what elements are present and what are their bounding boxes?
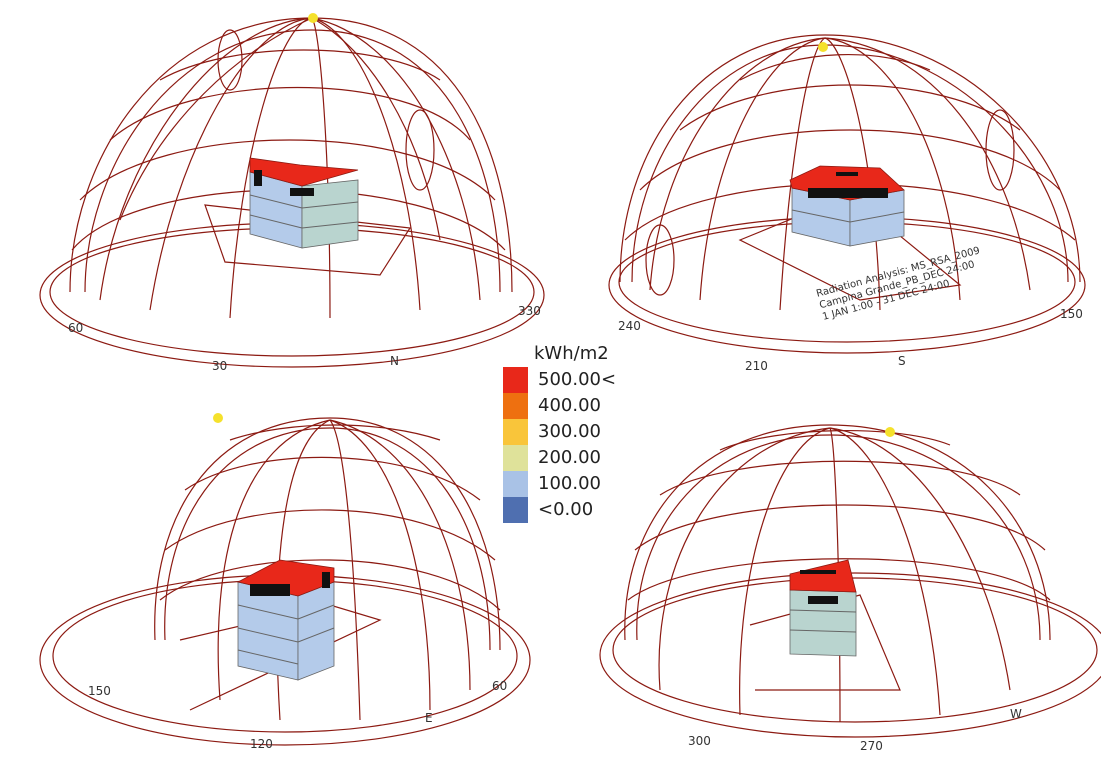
- legend-label: 400.00: [538, 395, 601, 416]
- legend-row: 300.00: [503, 419, 653, 445]
- ground-ring-inner: [49, 227, 535, 357]
- sun-marker: [308, 13, 318, 23]
- compass-label: S: [898, 354, 906, 368]
- legend-unit: kWh/m2: [534, 343, 609, 364]
- building-model-south: [789, 165, 905, 247]
- compass-label: 240: [618, 319, 641, 333]
- legend-swatch: [503, 445, 528, 471]
- building-model-north: [249, 157, 359, 249]
- compass-label: 300: [688, 734, 711, 748]
- dome-outline: [619, 34, 1081, 283]
- study-caption: Radiation Analysis: MS_RSA_2009 Campina …: [815, 245, 981, 323]
- dome-outline: [154, 417, 501, 651]
- compass-label: 330: [518, 304, 541, 318]
- legend-swatch: [503, 497, 528, 523]
- dome-view-north: 60 30 N 330: [39, 17, 545, 373]
- compass-label: 120: [250, 737, 273, 751]
- dome-view-west: 300 270 W: [599, 424, 1101, 753]
- compass-label: W: [1010, 707, 1022, 721]
- sun-marker: [818, 42, 828, 52]
- compass-label: 30: [212, 359, 227, 373]
- compass-label: 60: [68, 321, 83, 335]
- legend-swatch: [503, 393, 528, 419]
- legend-swatch: [503, 471, 528, 497]
- building-model-west: [789, 559, 857, 657]
- compass-label: 60: [492, 679, 507, 693]
- sun-marker: [885, 427, 895, 437]
- legend-label: 100.00: [538, 473, 601, 494]
- sun-marker: [213, 413, 223, 423]
- compass-label: 210: [745, 359, 768, 373]
- legend-row: 500.00<: [503, 367, 653, 393]
- building-model-east: [236, 559, 335, 681]
- legend-row: 100.00: [503, 471, 653, 497]
- legend-label: <0.00: [538, 499, 594, 520]
- legend-label: 200.00: [538, 447, 601, 468]
- compass-label: 150: [1060, 307, 1083, 321]
- legend-row: <0.00: [503, 497, 653, 523]
- legend-row: 200.00: [503, 445, 653, 471]
- compass-label: N: [390, 354, 399, 368]
- compass-label: 150: [88, 684, 111, 698]
- legend-swatch: [503, 419, 528, 445]
- legend-swatch: [503, 367, 528, 393]
- legend-label: 300.00: [538, 421, 601, 442]
- legend-label: 500.00<: [538, 369, 617, 390]
- legend-row: 400.00: [503, 393, 653, 419]
- compass-label: 270: [860, 739, 883, 753]
- compass-label: E: [425, 711, 433, 725]
